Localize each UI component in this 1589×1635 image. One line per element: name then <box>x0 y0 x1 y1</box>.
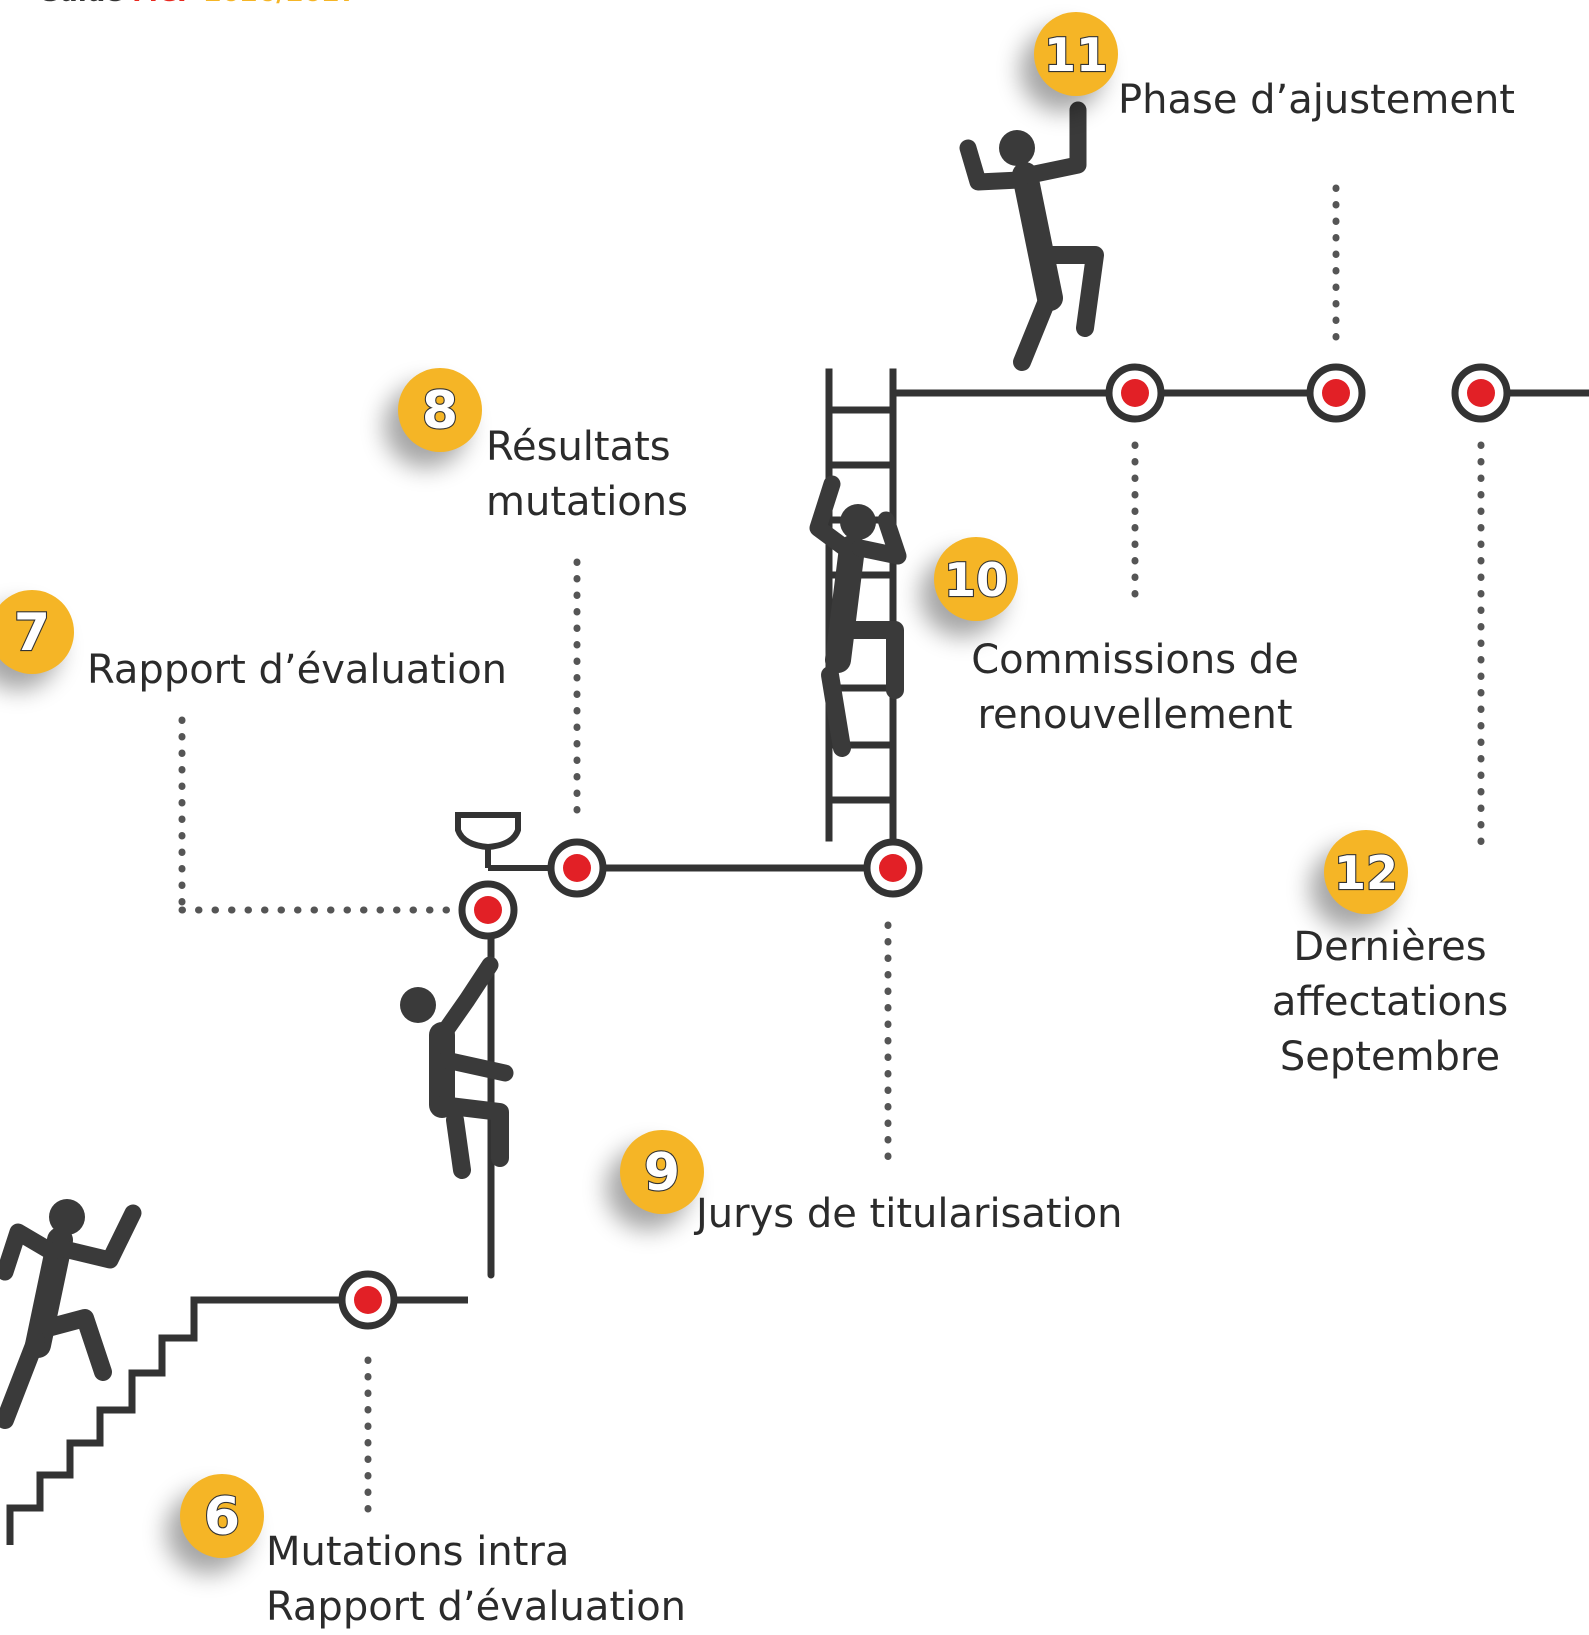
badge-number-7: 7 <box>14 603 50 663</box>
step-12-label: Dernières affectations Septembre <box>1260 920 1520 1085</box>
badge-11: 11 <box>1020 12 1118 112</box>
station-11 <box>1306 363 1366 423</box>
badge-8: 8 <box>384 368 482 468</box>
station-10 <box>1105 363 1165 423</box>
step-12-line-2: affectations <box>1271 979 1509 1025</box>
step-7-label: Rapport d’évaluation <box>87 643 507 698</box>
climbing-ladder-figure <box>809 475 907 757</box>
dotted-connectors <box>178 184 1485 1519</box>
step-11-line-1: Phase d’ajustement <box>1118 77 1515 123</box>
jumping-figure <box>959 101 1104 371</box>
step-7-line-1: Rapport d’évaluation <box>87 647 508 693</box>
badge-number-10: 10 <box>944 553 1008 607</box>
header-guide: Guide <box>38 0 123 8</box>
running-figure <box>0 1199 142 1429</box>
badge-10: 10 <box>920 537 1018 637</box>
guide-header: Guide MCF 2026/2027 <box>38 0 358 8</box>
badge-number-12: 12 <box>1334 846 1398 900</box>
step-6-line-2: Rapport d’évaluation <box>266 1584 687 1630</box>
step-9-line-1: Jurys de titularisation <box>696 1191 1123 1237</box>
station-8 <box>547 838 607 898</box>
step-8-line-1: Résultats <box>486 424 671 470</box>
step-9-label: Jurys de titularisation <box>696 1187 1123 1242</box>
badge-12: 12 <box>1310 830 1408 930</box>
header-mcf: MCF <box>132 0 195 8</box>
badge-number-6: 6 <box>204 1487 240 1547</box>
climbing-rope-figure <box>400 956 514 1179</box>
badge-7: 7 <box>0 590 74 690</box>
badge-6: 6 <box>166 1474 264 1574</box>
step-8-label: Résultats mutations <box>486 420 688 530</box>
step-8-line-2: mutations <box>486 479 688 525</box>
staircase <box>6 1296 468 1545</box>
station-7 <box>458 880 518 940</box>
badge-number-11: 11 <box>1044 28 1108 82</box>
step-12-line-3: Septembre <box>1279 1034 1501 1080</box>
step-11-label: Phase d’ajustement <box>1118 73 1515 128</box>
station-dots <box>338 363 1511 1330</box>
badge-number-8: 8 <box>422 381 458 441</box>
number-badges: 6 7 8 9 10 11 12 <box>0 12 1408 1574</box>
step-10-label: Commissions de renouvellement <box>970 633 1300 743</box>
station-12 <box>1451 363 1511 423</box>
step-12-line-1: Dernières <box>1293 924 1487 970</box>
header-year: 2026/2027 <box>204 0 358 8</box>
station-9 <box>863 838 923 898</box>
hook-icon <box>455 812 555 871</box>
badge-9: 9 <box>606 1130 704 1230</box>
step-10-line-1: Commissions de <box>971 637 1299 683</box>
station-6 <box>338 1270 398 1330</box>
step-10-line-2: renouvellement <box>977 692 1293 738</box>
step-6-line-1: Mutations intra <box>266 1529 570 1575</box>
step-6-label: Mutations intra Rapport d’évaluation <box>266 1525 686 1635</box>
badge-number-9: 9 <box>644 1143 680 1203</box>
